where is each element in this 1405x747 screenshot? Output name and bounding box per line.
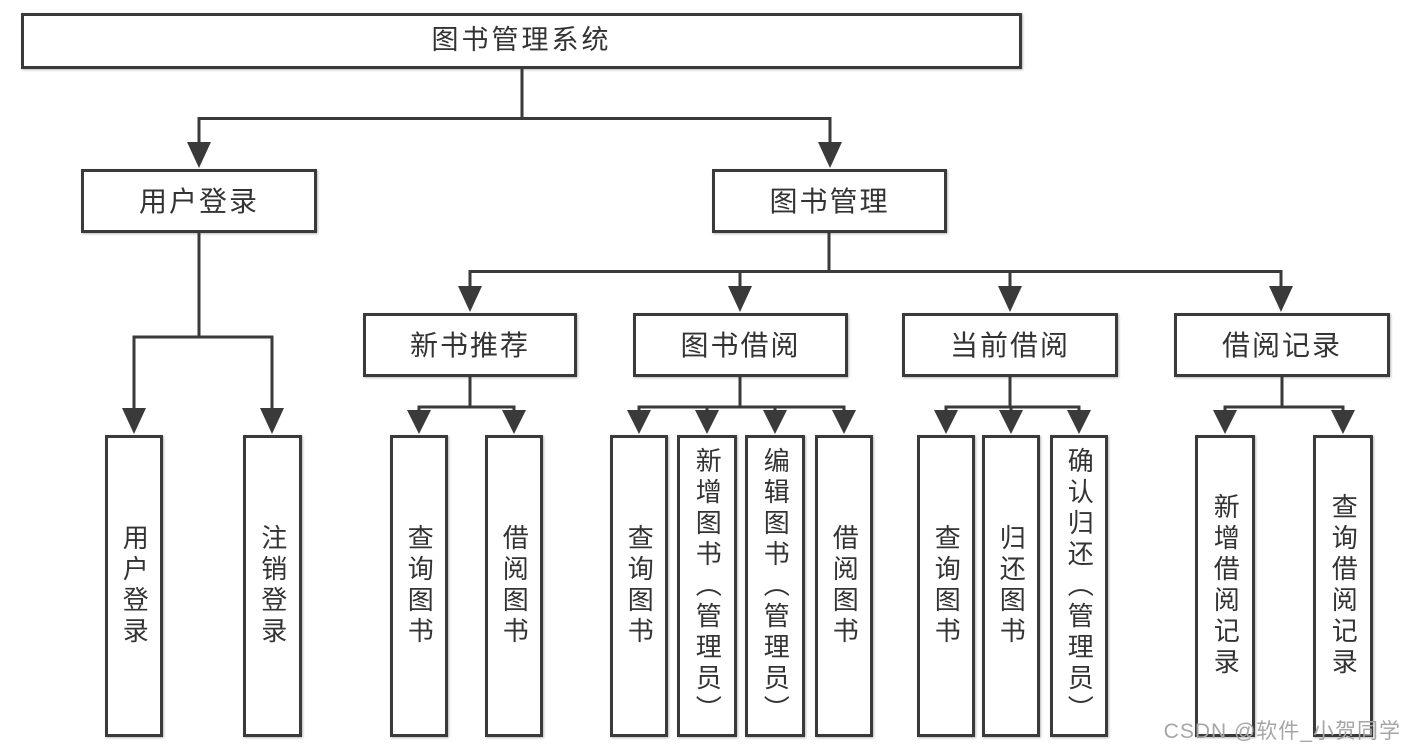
node-new-book-recommend: 新书推荐 bbox=[363, 313, 577, 377]
node-borrow-records: 借阅记录 bbox=[1174, 313, 1390, 377]
leaf-user-login: 用户登录 bbox=[105, 435, 163, 737]
leaf-confirm-return-admin: 确认归还（管理员） bbox=[1050, 435, 1108, 737]
leaf-add-borrow-record: 新增借阅记录 bbox=[1195, 435, 1255, 737]
leaf-return-book: 归还图书 bbox=[982, 435, 1040, 737]
watermark-text: CSDN @软件_小贺同学 bbox=[1163, 720, 1401, 743]
leaf-query-borrow-record: 查询借阅记录 bbox=[1313, 435, 1373, 737]
node-current-borrow: 当前借阅 bbox=[902, 313, 1118, 377]
leaf-borrow-books-recommend: 借阅图书 bbox=[485, 435, 543, 737]
leaf-add-book-admin: 新增图书（管理员） bbox=[677, 435, 737, 737]
node-book-management: 图书管理 bbox=[712, 169, 947, 233]
leaf-edit-book-admin: 编辑图书（管理员） bbox=[745, 435, 805, 737]
leaf-borrow-books: 借阅图书 bbox=[815, 435, 873, 737]
leaf-query-books-recommend: 查询图书 bbox=[390, 435, 448, 737]
node-user-login: 用户登录 bbox=[81, 169, 317, 233]
node-book-borrow: 图书借阅 bbox=[633, 313, 848, 377]
leaf-query-books-current: 查询图书 bbox=[917, 435, 975, 737]
node-library-system: 图书管理系统 bbox=[21, 13, 1022, 69]
leaf-query-books-borrow: 查询图书 bbox=[610, 435, 668, 737]
leaf-logout: 注销登录 bbox=[243, 435, 302, 737]
